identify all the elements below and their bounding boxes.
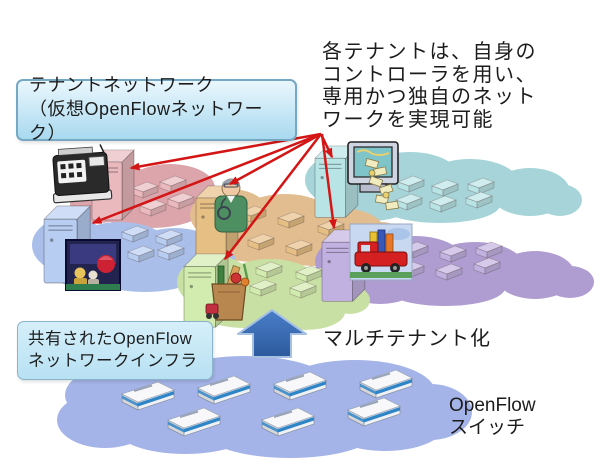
cinema-image	[65, 239, 121, 291]
shared-infra-line1: 共有されたOpenFlow	[28, 329, 193, 348]
controller-arrow	[320, 133, 337, 230]
multi-tenant-label: マルチテナント化	[323, 328, 491, 350]
doctor-image	[214, 178, 248, 233]
shared-infra-callout: 共有されたOpenFlow ネットワークインフラ	[17, 321, 213, 380]
controller-arrow	[224, 133, 322, 261]
tenant-network-line1: テナントネットワーク	[29, 75, 214, 96]
openflow-switch-label: OpenFlow スイッチ	[449, 395, 536, 439]
controller-arrow	[228, 132, 322, 186]
money-computer-image	[347, 141, 399, 211]
controller-arrow	[91, 132, 322, 225]
controller-note-line: ワークを実現可能	[322, 108, 494, 131]
tenant-network-callout: テナントネットワーク （仮想OpenFlowネットワーク）	[16, 75, 297, 143]
multi-tenant-up-arrow	[237, 309, 307, 358]
shared-infra-line2: ネットワークインフラ	[28, 351, 198, 370]
tenant-network-line2: （仮想OpenFlowネットワーク）	[29, 99, 264, 143]
delivery-car-image	[349, 223, 413, 281]
infrastructure-cloud	[57, 356, 472, 458]
cash-register-image	[52, 144, 113, 204]
openflow-switch-label-line1: OpenFlow	[449, 395, 536, 416]
controller-note-line: 専用かつ独自のネット	[322, 86, 537, 108]
groceries-image	[205, 263, 250, 321]
openflow-switch-label-line2: スイッチ	[449, 417, 526, 438]
controller-note-line: コントローラを用い、	[322, 63, 537, 86]
controller-note: 各テナントは、自身の コントローラを用い、 専用かつ独自のネット ワークを実現可…	[322, 41, 537, 131]
controller-note-line: 各テナントは、自身の	[322, 41, 537, 63]
